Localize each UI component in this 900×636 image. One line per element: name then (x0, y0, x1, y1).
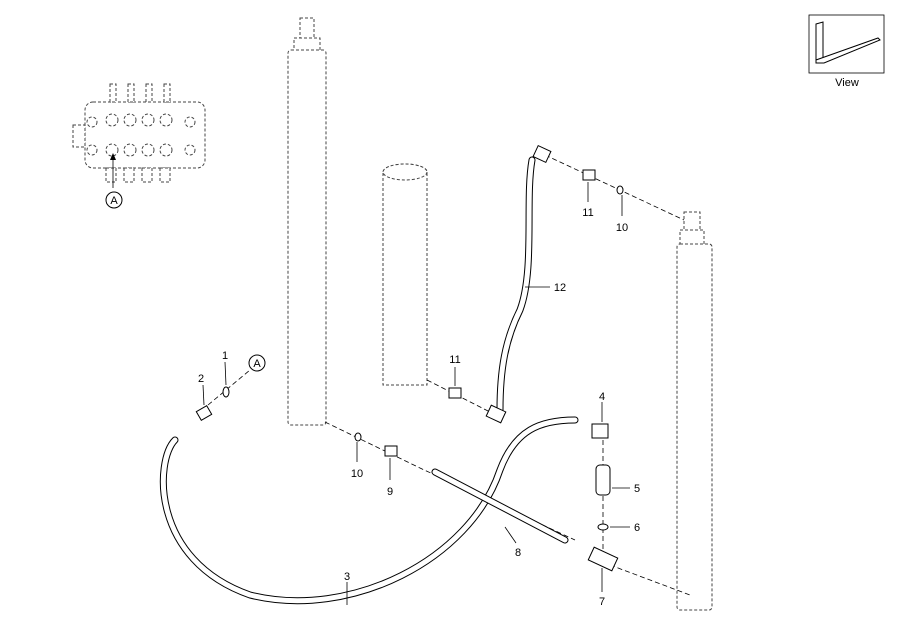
callout-5: 5 (634, 483, 640, 495)
hose-12 (496, 156, 536, 414)
callout-6: 6 (634, 522, 640, 534)
tee-7 (587, 546, 619, 572)
fitting-2 (195, 404, 213, 422)
callout-12: 12 (554, 282, 566, 294)
lift-cylinder-left (287, 17, 327, 426)
o-ring-6 (597, 523, 609, 531)
assembly-lines (207, 154, 691, 596)
valve-5 (595, 464, 611, 496)
accumulator-cylinder (382, 163, 428, 386)
fitting-11b (582, 169, 596, 181)
callout-11-left: 11 (449, 354, 460, 366)
o-ring-10a (354, 432, 362, 442)
callout-4: 4 (599, 391, 605, 403)
leader-lines (202, 182, 630, 605)
fitting-11a (448, 387, 462, 399)
callout-10-left: 10 (351, 468, 363, 480)
callout-8: 8 (515, 547, 521, 559)
callout-7: 7 (599, 596, 605, 608)
lift-cylinder-right (676, 211, 713, 611)
hose-3 (159, 416, 579, 605)
ref-a-circle-hose (248, 354, 266, 372)
callout-11-right: 11 (582, 207, 593, 219)
o-ring-1 (222, 386, 230, 398)
control-valve (72, 83, 206, 188)
view-thumbnail[interactable]: View (808, 14, 885, 89)
fork-icon-upright (815, 21, 824, 61)
fork-icon-blade (815, 37, 881, 64)
elbow-4 (591, 423, 609, 439)
callout-9: 9 (387, 486, 393, 498)
o-ring-10b (616, 185, 624, 195)
view-label: View (835, 77, 859, 89)
ref-a-circle-valve (105, 191, 123, 209)
elbow-fitting-top (532, 144, 552, 164)
ref-a-label-hose: A (253, 358, 261, 370)
ref-a-label-valve: A (110, 195, 118, 207)
callout-1: 1 (222, 350, 228, 362)
callout-3: 3 (344, 571, 350, 583)
callout-2: 2 (198, 373, 204, 385)
fittings (195, 144, 624, 572)
hose-8 (431, 468, 569, 544)
elbow-fitting-bottom (485, 404, 507, 424)
fitting-9 (384, 445, 398, 457)
callout-10-right: 10 (616, 222, 628, 234)
